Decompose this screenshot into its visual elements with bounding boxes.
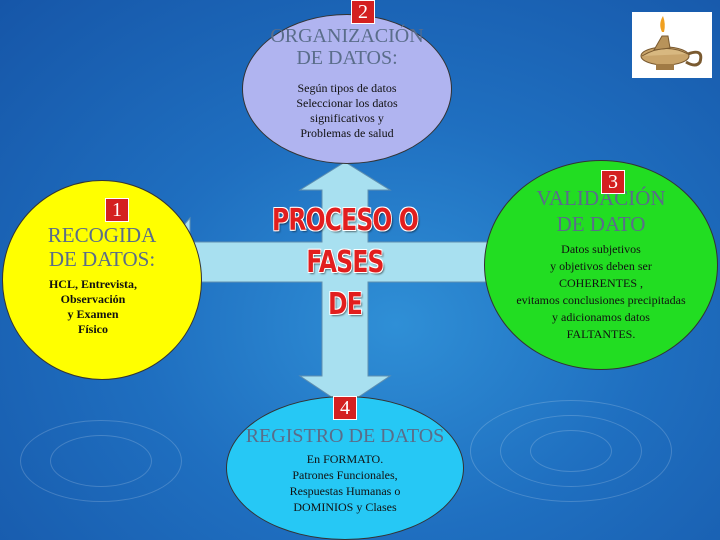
heading-line: DE DATO: [556, 212, 646, 236]
oil-lamp-icon: [640, 16, 703, 70]
center-title-line: FASES: [306, 245, 384, 280]
recogida-oval: RECOGIDA DE DATOS: HCL, Entrevista, Obse…: [2, 180, 202, 380]
body-line: Datos subjetivos: [561, 242, 641, 256]
heading-line: VALIDACIÓN: [536, 186, 666, 210]
recogida-body: HCL, Entrevista, Observación y Examen Fí…: [0, 277, 201, 337]
heading-line: DE DATOS:: [48, 247, 156, 271]
heading-line: RECOGIDA: [47, 223, 157, 247]
validacion-oval: VALIDACIÓN DE DATO Datos subjetivos y ob…: [484, 160, 718, 370]
recogida-heading: RECOGIDA DE DATOS:: [3, 223, 201, 271]
body-line: Respuestas Humanas o: [289, 484, 401, 498]
body-line: Observación: [60, 292, 126, 306]
step-number-badge: 1: [105, 198, 129, 222]
oil-lamp-illustration: [632, 12, 712, 78]
heading-line: REGISTRO DE DATOS: [245, 425, 445, 447]
step-number-badge: 3: [601, 170, 625, 194]
body-line: y objetivos deben ser: [550, 259, 652, 273]
body-line: significativos y: [310, 111, 384, 125]
heading-line: ORGANIZACIÓN: [270, 25, 424, 47]
body-line: Físico: [78, 322, 108, 336]
center-title-line: DE: [328, 287, 363, 322]
step-number-badge: 2: [351, 0, 375, 24]
body-line: Según tipos de datos: [297, 81, 397, 95]
body-line: y adicionamos datos: [552, 310, 650, 324]
body-line: HCL, Entrevista,: [48, 277, 138, 291]
body-line: Seleccionar los datos: [296, 96, 398, 110]
body-line: FALTANTES.: [566, 327, 636, 341]
registro-heading: REGISTRO DE DATOS: [227, 425, 463, 447]
validacion-body: Datos subjetivos y objetivos deben ser C…: [485, 241, 717, 343]
body-line: evitamos conclusiones precipitadas: [516, 293, 686, 307]
organizacion-body: Según tipos de datos Seleccionar los dat…: [243, 81, 451, 141]
validacion-heading: VALIDACIÓN DE DATO: [485, 185, 717, 237]
body-line: DOMINIOS y Clases: [293, 500, 397, 514]
registro-body: En FORMATO. Patrones Funcionales, Respue…: [227, 451, 463, 515]
body-line: Problemas de salud: [300, 126, 394, 140]
registro-oval: REGISTRO DE DATOS En FORMATO. Patrones F…: [226, 396, 464, 540]
body-line: En FORMATO.: [306, 452, 384, 466]
body-line: COHERENTES ,: [559, 276, 643, 290]
organizacion-oval: ORGANIZACIÓN DE DATOS: Según tipos de da…: [242, 14, 452, 164]
body-line: Patrones Funcionales,: [292, 468, 398, 482]
heading-line: DE DATOS:: [296, 47, 398, 69]
center-title: PROCESO O FASES DE: [255, 200, 434, 326]
organizacion-heading: ORGANIZACIÓN DE DATOS:: [243, 25, 451, 69]
body-line: y Examen: [67, 307, 119, 321]
step-number-badge: 4: [333, 396, 357, 420]
center-title-line: PROCESO O: [271, 203, 419, 238]
